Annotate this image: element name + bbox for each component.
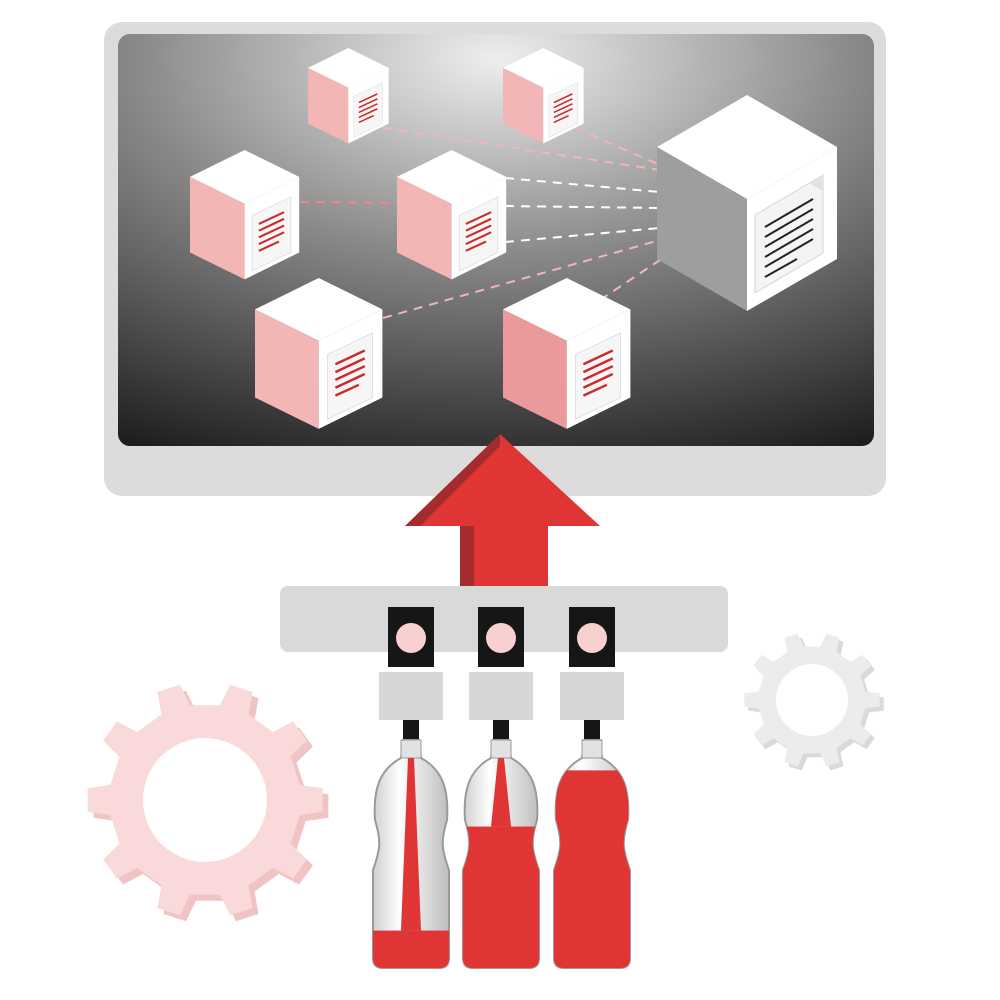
server-cube-icon [657,95,837,311]
bottle-2 [462,739,540,969]
document-icon [754,174,824,294]
node-cube-3 [190,150,300,280]
node-cube-1 [308,48,389,144]
bottle-1 [372,739,450,969]
node-cube-6 [503,278,631,429]
document-icon [548,82,578,138]
network-connections [299,127,661,319]
document-icon [458,196,499,272]
document-icon [327,332,374,420]
nozzle-3 [560,607,624,740]
nozzle-icon [379,607,624,740]
gear-icon [744,633,884,771]
document-icon [353,82,383,138]
bottle-icon [372,739,631,969]
gear-icon [87,684,329,922]
node-cube-5 [255,278,383,429]
document-icon [251,196,292,272]
nozzle-2 [469,607,533,740]
document-icon [575,332,622,420]
node-cube-4 [397,150,507,280]
nozzle-1 [379,607,443,740]
bottle-3 [553,739,631,969]
arrow-up-icon [405,434,600,586]
node-cube-2 [503,48,584,144]
